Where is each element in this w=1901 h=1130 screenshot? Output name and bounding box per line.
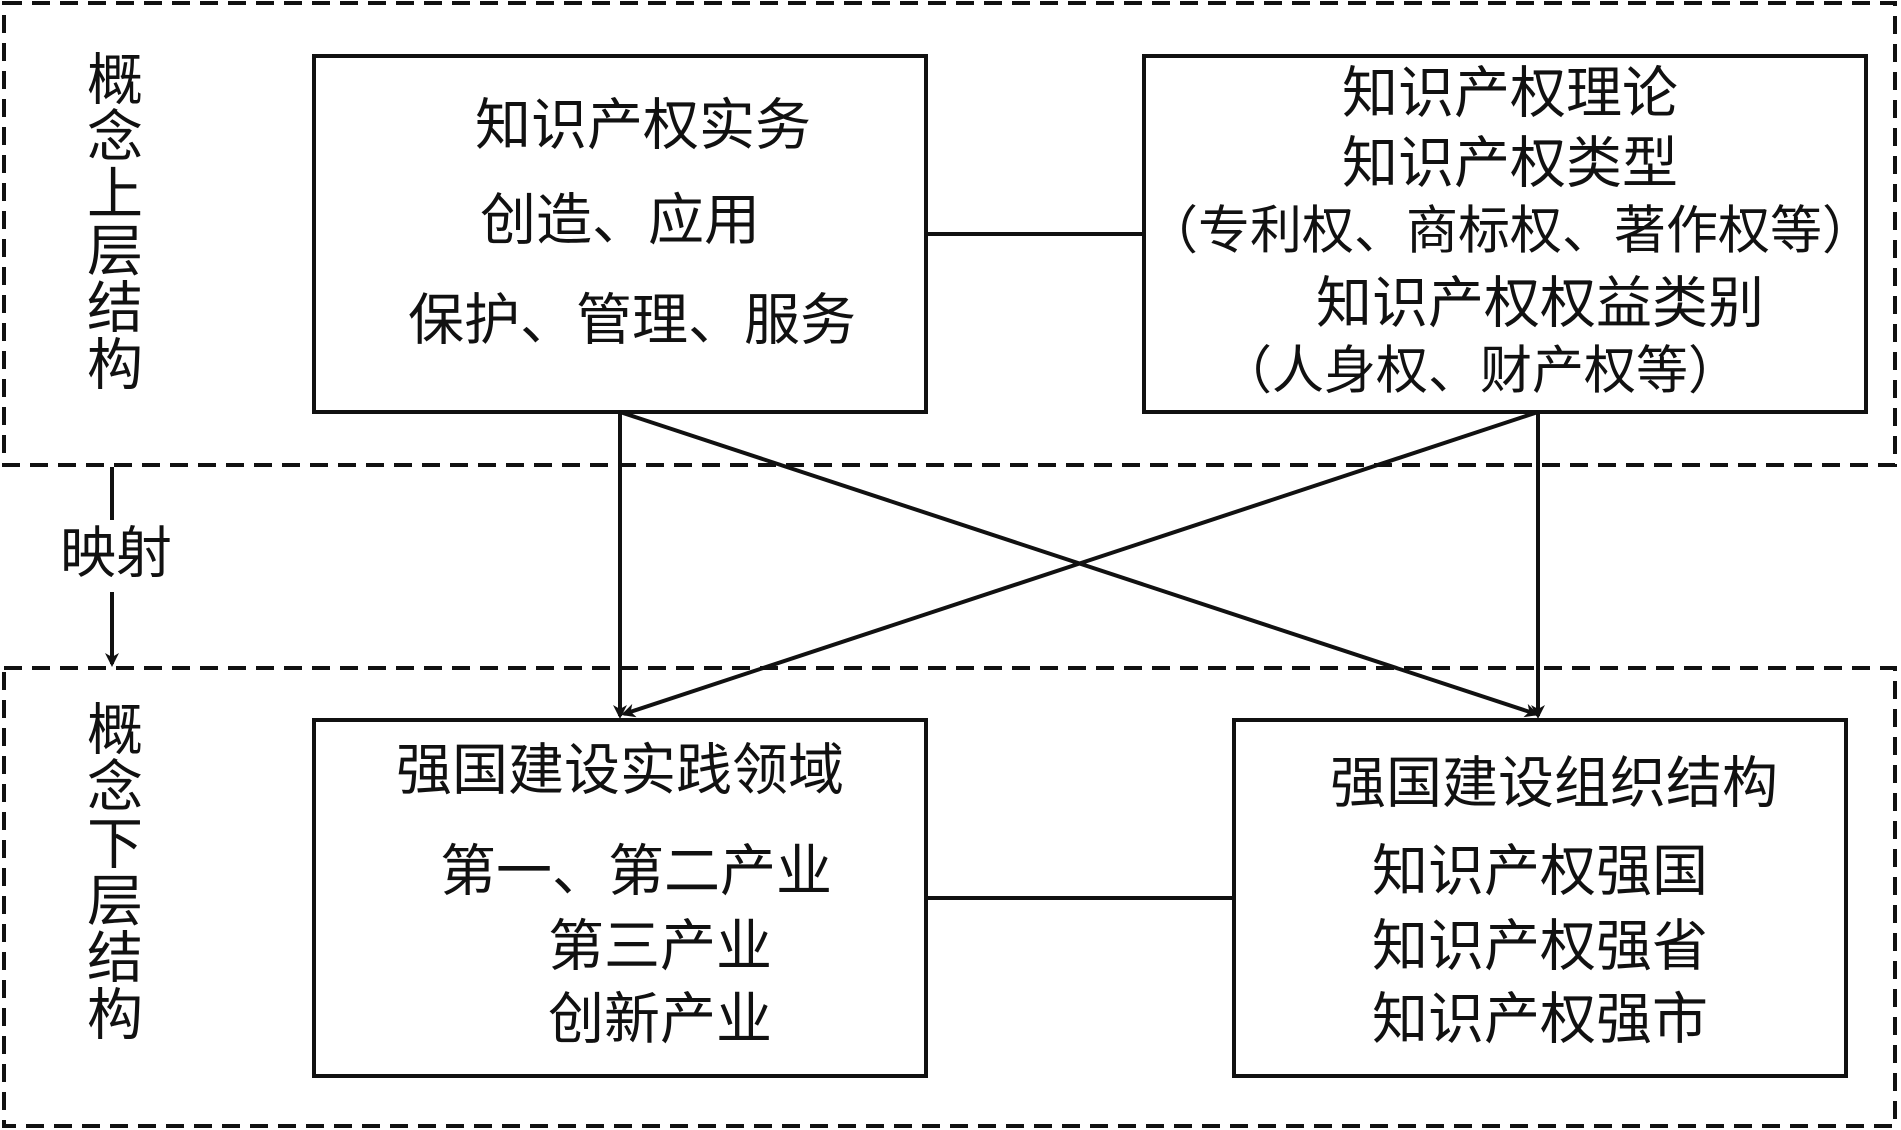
ip-practice-title: 知识产权实务 xyxy=(475,94,811,159)
arrow-theory-to-fields xyxy=(621,410,1539,718)
ip-practice-box xyxy=(312,54,928,414)
lower-label-char: 概 xyxy=(87,699,143,764)
upper-label-char: 概 xyxy=(87,49,143,114)
org-structure-line: 知识产权强国 xyxy=(1372,840,1708,905)
lower-label-char: 结 xyxy=(87,927,143,992)
lower-label-char: 构 xyxy=(87,984,143,1049)
ip-practice-line: 保护、管理、服务 xyxy=(408,289,856,354)
ip-theory-line: （人身权、财产权等） xyxy=(1220,342,1740,402)
ip-theory-title: 知识产权理论 xyxy=(1342,62,1678,127)
ip-practice-line: 创造、应用 xyxy=(480,189,760,254)
org-structure-title: 强国建设组织结构 xyxy=(1330,752,1778,817)
practice-fields-line: 第一、第二产业 xyxy=(440,840,832,905)
upper-label-char: 念 xyxy=(87,106,143,171)
practice-fields-line: 第三产业 xyxy=(548,915,772,980)
upper-label-char: 上 xyxy=(87,163,143,228)
ip-theory-line: 知识产权类型 xyxy=(1342,132,1678,197)
ip-theory-line: （专利权、商标权、著作权等） xyxy=(1146,202,1874,262)
lower-label-char: 念 xyxy=(87,756,143,821)
practice-fields-line: 创新产业 xyxy=(548,988,772,1053)
lower-label-char: 层 xyxy=(87,870,143,935)
upper-label-char: 构 xyxy=(87,334,143,399)
org-structure-line: 知识产权强省 xyxy=(1372,915,1708,980)
upper-structure-label: 概 念 上 层 结 构 xyxy=(87,49,143,399)
lower-label-char: 下 xyxy=(87,813,143,878)
org-structure-line: 知识产权强市 xyxy=(1372,988,1708,1053)
lower-structure-region xyxy=(2,666,1897,1128)
mapping-label: 映射 xyxy=(60,522,172,587)
upper-label-char: 结 xyxy=(87,277,143,342)
ip-theory-box xyxy=(1142,54,1868,414)
practice-fields-box xyxy=(312,718,928,1078)
org-structure-box xyxy=(1232,718,1848,1078)
practice-fields-title: 强国建设实践领域 xyxy=(396,739,844,804)
ip-theory-line: 知识产权权益类别 xyxy=(1316,272,1764,337)
upper-label-char: 层 xyxy=(87,220,143,285)
lower-structure-label: 概 念 下 层 结 构 xyxy=(87,699,143,1049)
